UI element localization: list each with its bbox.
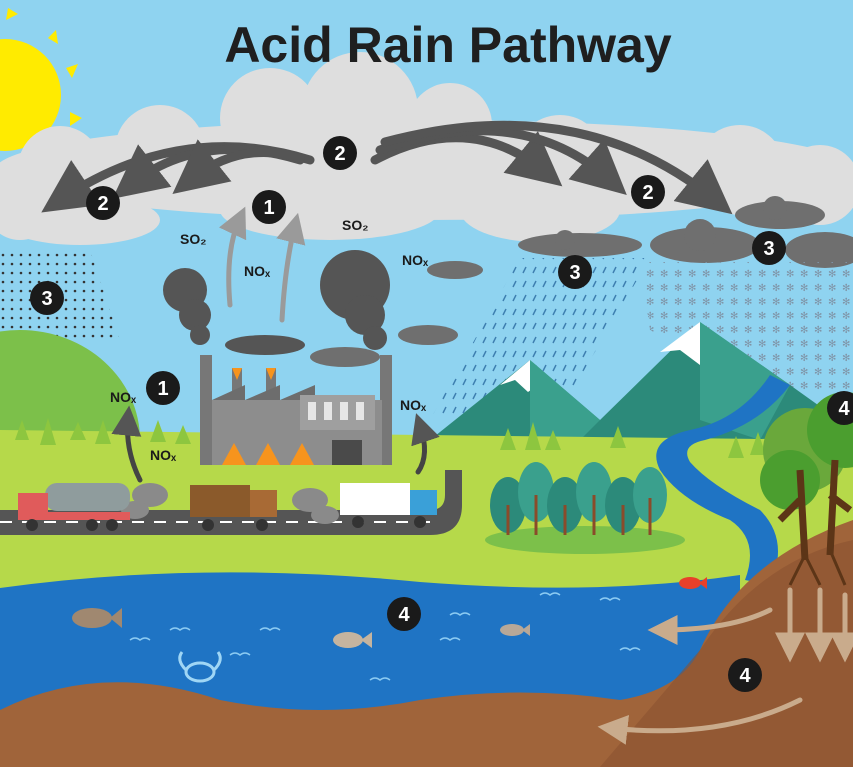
exhaust (121, 483, 339, 524)
step-badge-3: 3 (558, 255, 592, 289)
emission-arrows (111, 206, 440, 483)
step-badge-3: 3 (30, 281, 64, 315)
soil (0, 520, 853, 767)
svg-text:3: 3 (569, 262, 580, 284)
svg-text:1: 1 (157, 378, 168, 400)
crab-icon (178, 651, 222, 683)
svg-text:3: 3 (763, 238, 774, 260)
step-badge-1: 1 (252, 190, 286, 224)
rain-area (430, 258, 650, 420)
nox-label: NOₓ (400, 397, 427, 413)
step-badge-4: 4 (387, 597, 421, 631)
svg-text:2: 2 (97, 193, 108, 215)
step-badges: 2 2 2 1 1 3 3 3 4 4 4 (30, 136, 853, 692)
svg-text:3: 3 (41, 288, 52, 310)
rain-clouds (310, 196, 853, 367)
svg-text:4: 4 (838, 398, 850, 420)
groundwater-arrows (597, 587, 853, 745)
step-badge-2: 2 (323, 136, 357, 170)
transport-arrows (41, 120, 733, 215)
nox-label: NOₓ (150, 447, 177, 463)
smoke-plumes (163, 250, 390, 355)
step-badge-4: 4 (728, 658, 762, 692)
tree-icon (760, 392, 853, 586)
step-badge-2: 2 (86, 186, 120, 220)
tree-row (15, 418, 766, 458)
step-badge-1: 1 (146, 371, 180, 405)
svg-text:4: 4 (398, 604, 410, 626)
nox-label: NOₓ (110, 389, 137, 405)
nox-label: NOₓ (402, 252, 429, 268)
so2-label: SO₂ (342, 217, 368, 233)
step-badge-2: 2 (631, 175, 665, 209)
page-title: Acid Rain Pathway (224, 17, 672, 73)
truck-icon (18, 483, 437, 531)
snow-area (640, 262, 853, 390)
nox-label: NOₓ (244, 263, 271, 279)
river (656, 375, 790, 585)
mountain-icon (405, 322, 853, 470)
factory-icon (200, 355, 392, 465)
water-ripples (129, 592, 641, 681)
svg-text:1: 1 (263, 197, 274, 219)
so2-label: SO₂ (180, 231, 206, 247)
svg-text:2: 2 (642, 182, 653, 204)
svg-text:4: 4 (739, 665, 751, 687)
step-badge-3: 3 (752, 231, 786, 265)
step-badge-4: 4 (827, 391, 853, 425)
fish-icon (72, 577, 707, 648)
forest (485, 462, 685, 554)
svg-text:2: 2 (334, 143, 345, 165)
